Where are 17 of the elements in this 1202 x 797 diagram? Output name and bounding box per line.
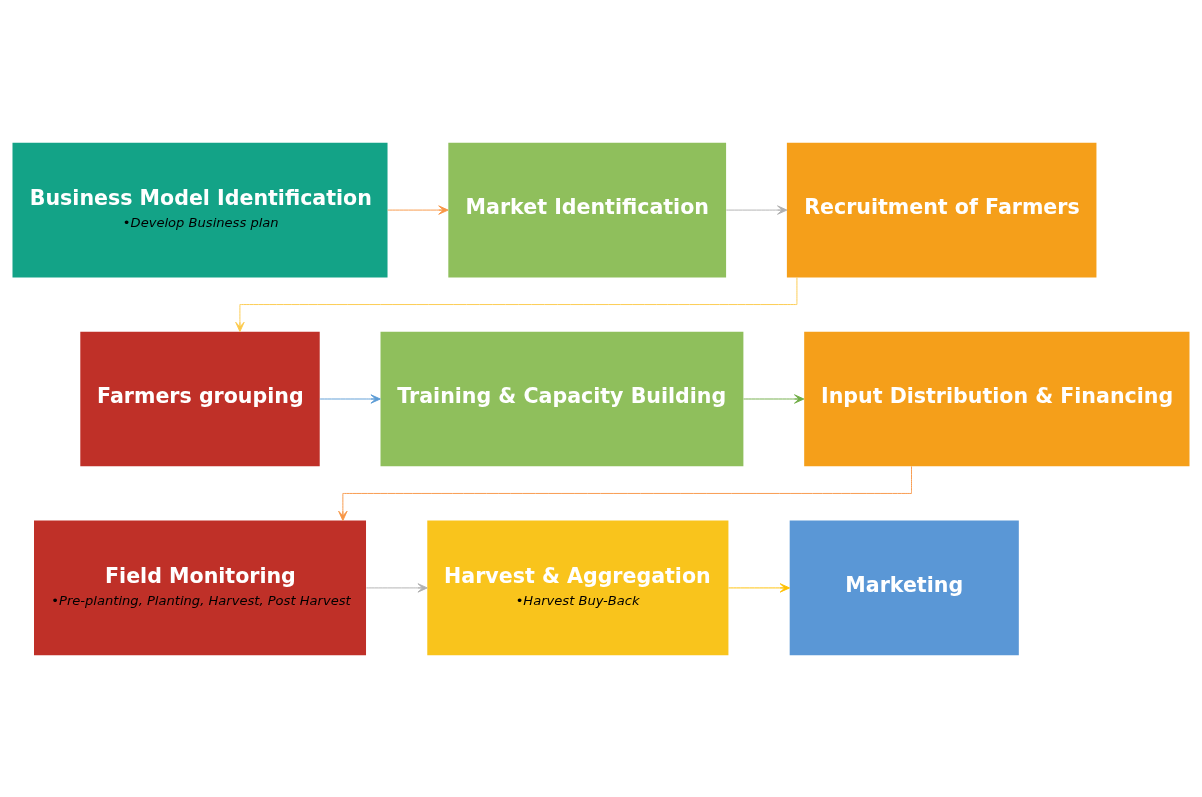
- node-box: Farmers grouping: [80, 331, 320, 466]
- arrow: [728, 582, 790, 593]
- node-box: Marketing: [789, 520, 1019, 655]
- node-box: Business Model Identification •Develop Business plan: [12, 142, 388, 277]
- arrow: [365, 582, 428, 593]
- node-box: Harvest & Aggregation •Harvest Buy-Back: [427, 520, 729, 655]
- arrow: [387, 204, 449, 215]
- arrow: [319, 393, 381, 404]
- node-box: Input Distribution & Financing: [804, 331, 1190, 466]
- arrow: [725, 204, 788, 215]
- node-box: Field Monitoring •Pre-planting, Planting, Harvest, Post Harvest: [34, 520, 366, 655]
- node-box: Training & Capacity Building: [380, 331, 744, 466]
- arrow: [235, 276, 798, 332]
- arrow: [743, 393, 805, 404]
- node-box: Recruitment of Farmers: [786, 142, 1097, 277]
- node-box: Market Identification: [448, 142, 727, 277]
- arrow: [338, 465, 912, 521]
